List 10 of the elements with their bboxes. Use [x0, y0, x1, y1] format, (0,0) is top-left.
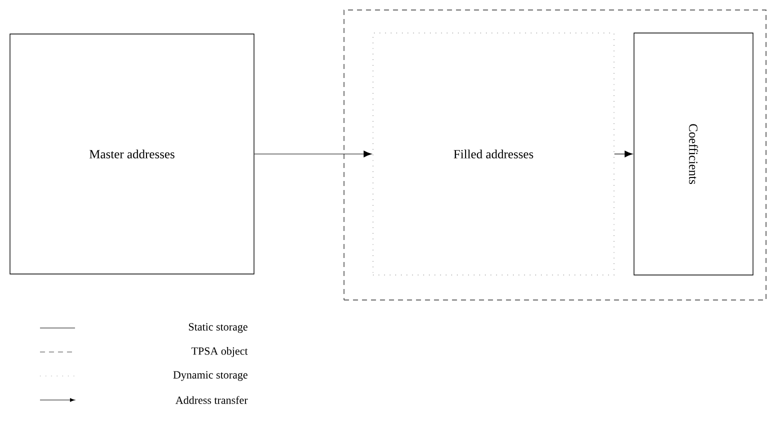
legend-text: Dynamic storage: [173, 371, 248, 381]
legend-text: Static storage: [188, 323, 248, 333]
legend-text: TPSA object: [191, 347, 248, 357]
storage-box: Master addresses: [10, 34, 254, 274]
object-box: [344, 10, 766, 300]
storage-box: Filled addresses: [372, 32, 614, 276]
storage-box: Coefficients: [634, 32, 754, 276]
arrow: [254, 150, 372, 158]
arrow: [614, 150, 633, 158]
legend-text: Address transfer: [176, 396, 248, 404]
